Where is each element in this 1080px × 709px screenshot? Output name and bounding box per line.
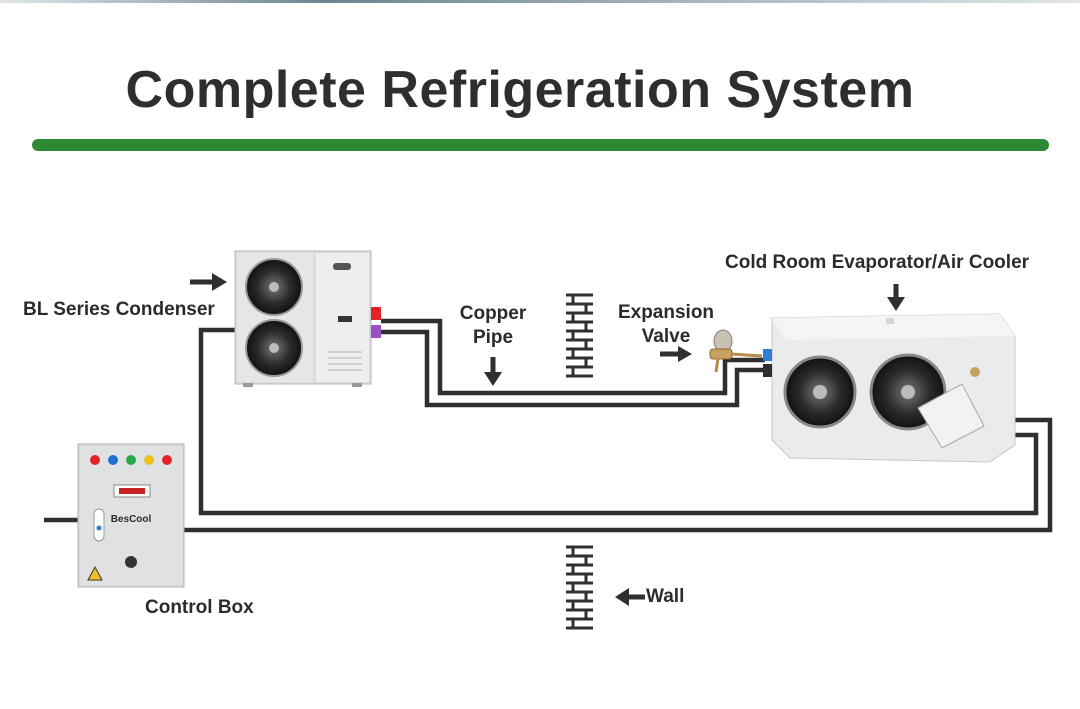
indicator-light-green: [126, 455, 136, 465]
expansion-valve-label-line-2: Valve: [641, 326, 691, 347]
expansion-valve: [709, 329, 763, 373]
indicator-light-red-2: [162, 455, 172, 465]
copper-pipe-label-line-1: Copper: [459, 303, 527, 324]
condenser-power-cable: [198, 327, 1039, 516]
evaporator-label: Cold Room Evaporator/Air Cooler: [725, 252, 1030, 273]
wall-symbol-bottom: [566, 545, 593, 630]
condenser-unit: [234, 250, 372, 387]
arrow-condenser-icon: [190, 273, 227, 291]
title-underline-bar: [32, 139, 1049, 151]
indicator-light-yellow: [144, 455, 154, 465]
copper-pipe-upper: [381, 318, 765, 396]
condenser-port-red: [371, 307, 381, 320]
copper-pipe-label-line-2: Pipe: [472, 327, 514, 348]
evaporator-power-cable: [184, 417, 1053, 533]
arrow-wall-icon: [615, 588, 645, 606]
expansion-valve-label-line-1: Expansion: [617, 302, 715, 323]
evaporator-unit: [771, 313, 1016, 463]
wall-symbol-top: [566, 293, 593, 378]
arrow-copper-pipe-icon: [484, 357, 502, 386]
evaporator-port-dark: [763, 364, 772, 377]
control-box-brand-text: BesCool: [111, 514, 152, 525]
pipe-lines: [44, 318, 1053, 533]
arrow-expansion-valve-icon: [660, 346, 692, 362]
indicator-light-red-1: [90, 455, 100, 465]
control-box: BesCool: [77, 443, 185, 588]
evaporator-port-blue: [763, 349, 772, 361]
page-title: Complete Refrigeration System: [125, 61, 915, 119]
top-decoration-line: [0, 0, 1080, 3]
arrow-evaporator-icon: [887, 284, 905, 311]
indicator-light-blue: [108, 455, 118, 465]
wall-label: Wall: [646, 586, 685, 607]
copper-pipe-lower: [381, 329, 765, 408]
control-box-label: Control Box: [145, 597, 254, 618]
condenser-label: BL Series Condenser: [23, 299, 215, 320]
condenser-port-purple: [371, 325, 381, 338]
